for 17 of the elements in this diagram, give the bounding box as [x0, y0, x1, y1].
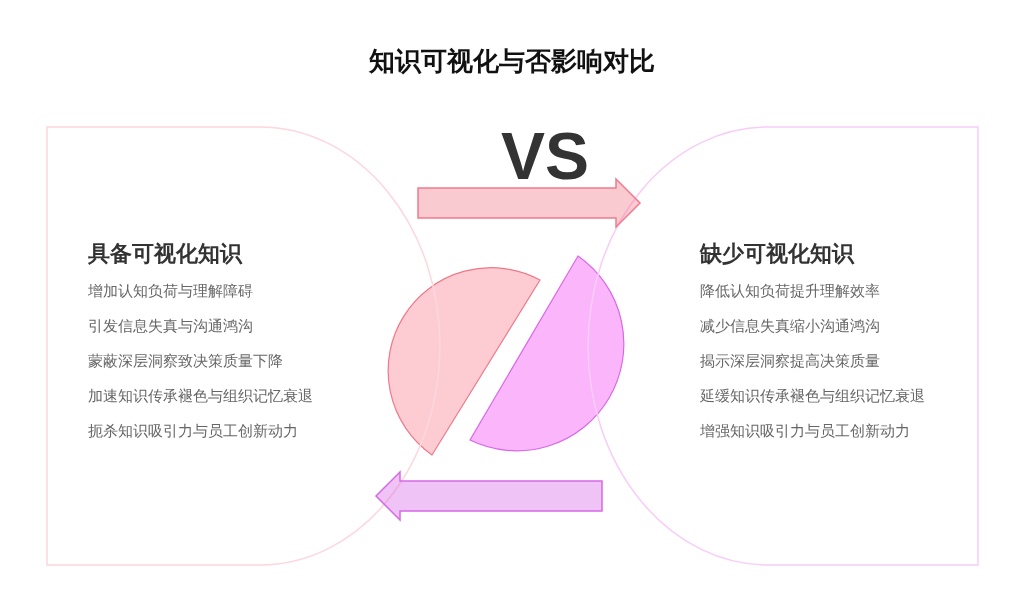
list-item: 引发信息失真与沟通鸿沟 [88, 316, 254, 336]
list-item: 降低认知负荷提升理解效率 [700, 281, 881, 301]
panel-heading: 缺少可视化知识 [700, 240, 856, 268]
list-item: 蒙蔽深层洞察致决策质量下降 [88, 351, 284, 371]
block-arrow [374, 470, 603, 522]
list-item: 减少信息失真缩小沟通鸿沟 [700, 316, 881, 336]
list-item: 揭示深层洞察提高决策质量 [700, 351, 881, 371]
list-item: 延缓知识传承褪色与组织记忆衰退 [700, 386, 925, 406]
vs-label: VS [499, 118, 590, 194]
list-item: 扼杀知识吸引力与员工创新动力 [88, 421, 299, 441]
list-item: 增加认知负荷与理解障碍 [88, 281, 254, 301]
diagram-title: 知识可视化与否影响对比 [368, 45, 656, 78]
comparison-panel [585, 127, 978, 565]
panel-heading: 具备可视化知识 [88, 240, 244, 268]
list-item: 增强知识吸引力与员工创新动力 [700, 421, 911, 441]
list-item: 加速知识传承褪色与组织记忆衰退 [88, 386, 313, 406]
block-arrow [417, 177, 642, 229]
